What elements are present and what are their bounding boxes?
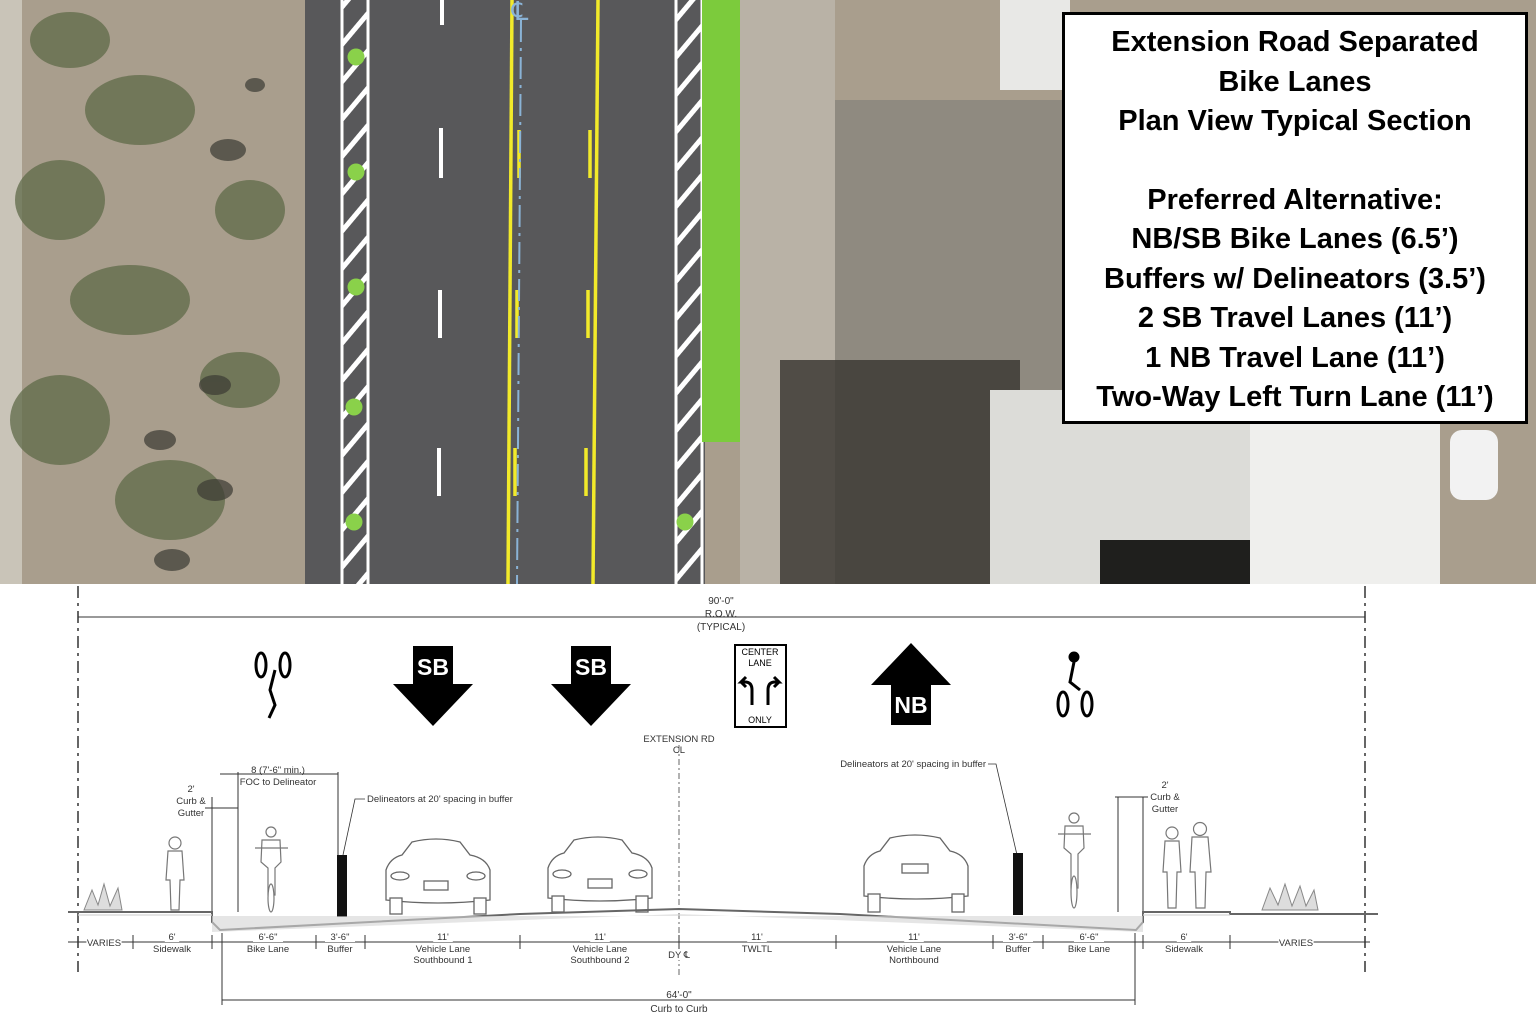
pedestrians-right	[1162, 821, 1212, 909]
delineator-note-left: Delineators at 20' spacing in buffer	[367, 794, 513, 805]
roadway-asphalt	[305, 0, 705, 584]
segment-label: DY ℄	[668, 950, 691, 961]
sb-label-2: SB	[575, 654, 607, 680]
alternative-line: Buffers w/ Delineators (3.5’)	[1104, 262, 1486, 295]
nb-label: NB	[894, 692, 927, 718]
delineator-markers	[345, 48, 694, 531]
segment-value: 6'	[1180, 932, 1187, 943]
segment-label: Vehicle Lane	[887, 944, 941, 955]
curb-gutter-left-line2: Gutter	[178, 808, 204, 819]
row-dimension-value: 90'-0"	[708, 596, 734, 607]
landscaping-right	[1261, 882, 1319, 911]
bike-symbol-left	[254, 651, 292, 719]
alternative-line: 1 NB Travel Lane (11’)	[1145, 341, 1445, 374]
segment-label: Sidewalk	[1165, 944, 1203, 955]
segment-label: VARIES	[1279, 938, 1313, 949]
segment-value: 11'	[594, 932, 606, 943]
center-lane-line3: ONLY	[748, 715, 772, 725]
curb-gutter-left-line1: Curb &	[176, 796, 206, 807]
segment-label: Vehicle Lane	[416, 944, 470, 955]
delineator-note-right: Delineators at 20' spacing in buffer	[840, 759, 986, 770]
segment-value: 6'-6"	[1080, 932, 1099, 943]
foc-dimension-label: FOC to Delineator	[240, 777, 317, 788]
segment-label: Buffer	[1005, 944, 1030, 955]
building-roof-3	[1250, 410, 1440, 584]
road-centerline	[516, 19, 522, 585]
center-lane-line2: LANE	[748, 658, 772, 668]
title-line: Bike Lanes	[1218, 65, 1372, 98]
segment-label: Vehicle Lane	[573, 944, 627, 955]
car-northbound	[863, 834, 969, 913]
parked-car-aerial	[1450, 430, 1498, 500]
segment-label: Bike Lane	[247, 944, 289, 955]
foc-dimension-value: 8 (7'-6" min.)	[251, 765, 305, 776]
segment-label: Bike Lane	[1068, 944, 1110, 955]
segment-value: 11'	[908, 932, 920, 943]
sb-arrow-2: SB	[551, 646, 631, 726]
lane-skip-line	[437, 0, 444, 496]
car-southbound-2	[547, 836, 653, 913]
extension-rd-label: EXTENSION RD	[643, 734, 714, 745]
segment-value: 6'	[168, 932, 175, 943]
alternative-line: NB/SB Bike Lanes (6.5’)	[1131, 223, 1459, 255]
segment-label: VARIES	[87, 938, 121, 949]
row-dimension-note: (TYPICAL)	[697, 622, 745, 633]
segment-sublabel: Southbound 1	[413, 955, 472, 966]
tree-canopy	[10, 12, 285, 540]
segment-ticks	[132, 935, 1231, 949]
buffer-hatch-right	[676, 0, 702, 584]
sb-label-1: SB	[417, 654, 449, 680]
center-lane-sign: CENTER LANE ONLY	[734, 644, 787, 728]
segment-value: 6'-6"	[259, 932, 278, 943]
center-lane-line1: CENTER	[741, 647, 779, 657]
green-bike-lane	[702, 0, 740, 442]
segment-sublabel: Southbound 2	[570, 955, 629, 966]
curb-to-curb-value: 64'-0"	[666, 990, 692, 1001]
alternative-line: 2 SB Travel Lanes (11’)	[1137, 302, 1453, 334]
cyclist-left	[255, 826, 288, 913]
pavement-section	[78, 914, 1230, 932]
pedestrian-left	[165, 836, 185, 911]
segment-value: 3'-6"	[331, 932, 350, 943]
segment-sublabel: Northbound	[889, 955, 939, 966]
title-line: Extension Road Separated	[1111, 26, 1479, 58]
curb-to-curb-label: Curb to Curb	[650, 1004, 708, 1015]
shrub-dots	[144, 78, 265, 571]
cyclist-right	[1058, 812, 1091, 909]
building-shadow	[780, 360, 1020, 584]
delineator-post-right	[1013, 853, 1023, 915]
delineator-post-left	[337, 855, 347, 917]
title-line: Plan View Typical Section	[1118, 105, 1472, 137]
sb-arrow-1: SB	[393, 646, 473, 726]
curb-gutter-right-line2: Gutter	[1152, 804, 1178, 815]
curb-gutter-right-line1: Curb &	[1150, 792, 1180, 803]
title-box: Extension Road Separated Bike Lanes Plan…	[1062, 12, 1528, 424]
segment-label: TWLTL	[742, 944, 772, 955]
segment-value: 11'	[437, 932, 449, 943]
landscaping-left	[83, 882, 123, 911]
centerline-symbol: ℄	[511, 0, 529, 26]
alternative-line: Preferred Alternative:	[1147, 183, 1443, 216]
building-roof-2	[1000, 0, 1070, 90]
cross-section: 90'-0" R.O.W. (TYPICAL) SB SB NB CENTER …	[68, 586, 1378, 1015]
car-southbound-1	[385, 838, 491, 915]
row-dimension-label: R.O.W.	[705, 609, 737, 620]
curb-gutter-right-value: 2'	[1161, 780, 1168, 791]
segment-label: Buffer	[327, 944, 352, 955]
curb-gutter-left-value: 2'	[187, 784, 194, 795]
segment-label: Sidewalk	[153, 944, 191, 955]
building-shadow-2	[1100, 540, 1250, 584]
twltl-yellow-lines	[506, 0, 600, 585]
nb-arrow: NB	[871, 643, 951, 725]
bike-symbol-right	[1056, 651, 1094, 718]
alternative-line: Two-Way Left Turn Lane (11’)	[1096, 381, 1494, 413]
left-sidewalk-aerial	[0, 0, 22, 584]
segment-value: 3'-6"	[1009, 932, 1028, 943]
segment-value: 11'	[751, 932, 763, 943]
